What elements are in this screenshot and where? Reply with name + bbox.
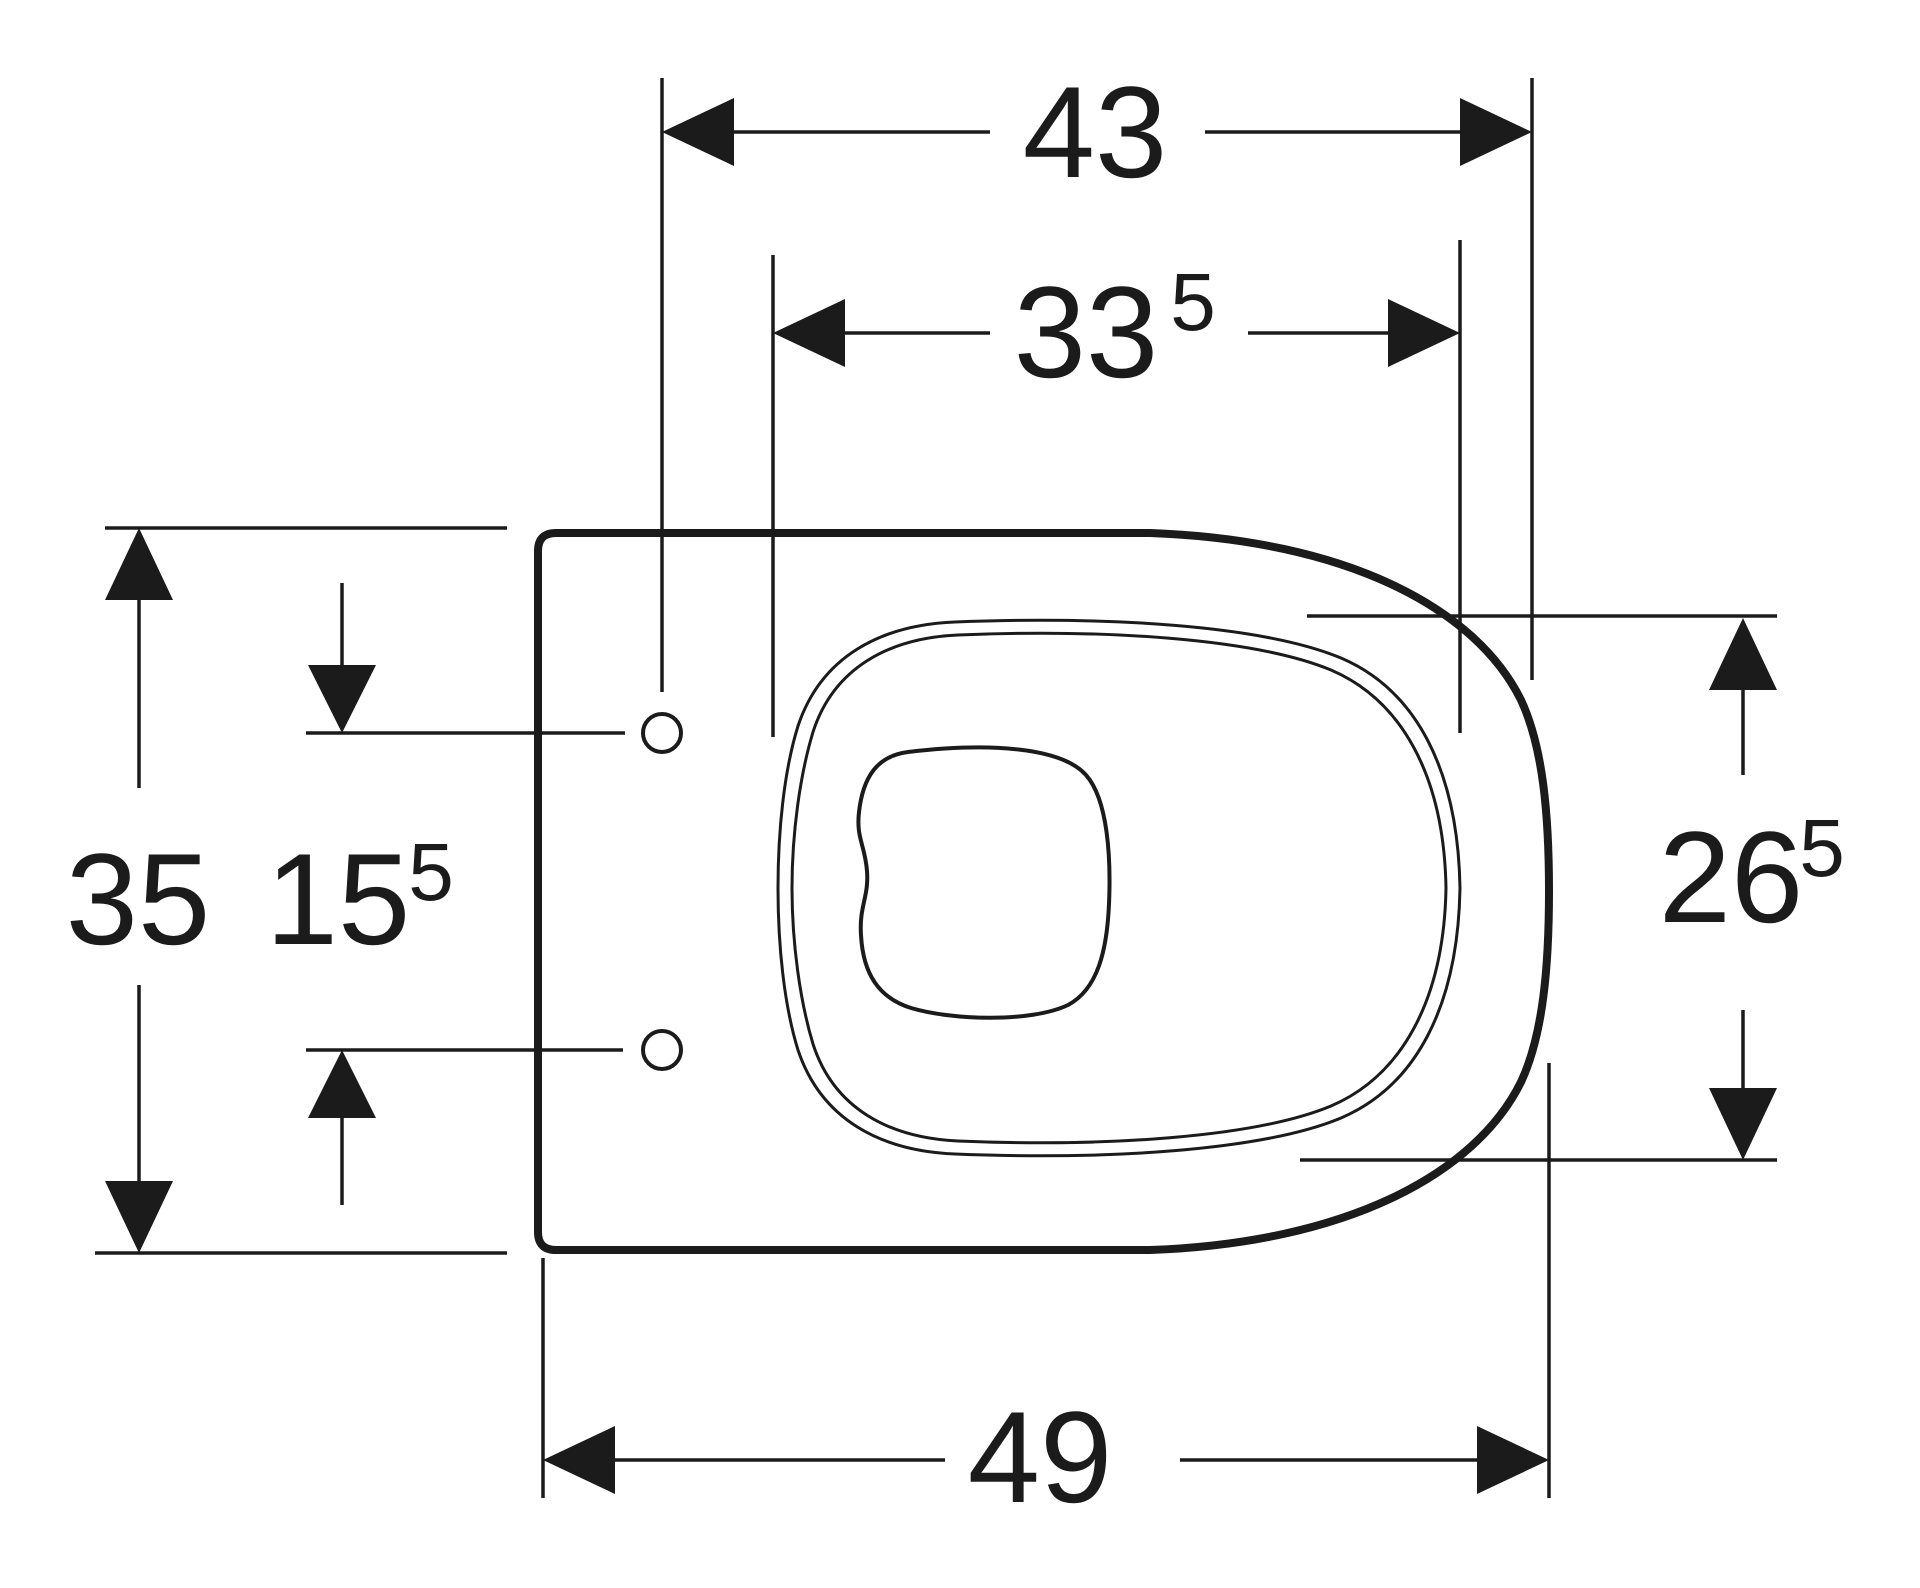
- dim-label-26: 26: [1659, 804, 1804, 950]
- arrowhead-bottom: [308, 1050, 376, 1118]
- arrowhead-bottom: [1709, 1088, 1777, 1160]
- mounting-hole-rear: [641, 712, 683, 754]
- seat-ring: [776, 618, 1462, 1158]
- arrowhead-right: [1460, 98, 1532, 166]
- seat-ring-inner-line: [790, 631, 1448, 1145]
- arrowhead-top: [1709, 618, 1777, 690]
- dim-label-43: 43: [1023, 59, 1168, 205]
- arrowhead-top: [105, 528, 173, 600]
- arrowhead-right: [1477, 1426, 1549, 1494]
- dimension-top-outer: 43: [660, 59, 1534, 692]
- arrowhead-left: [662, 98, 734, 166]
- dim-label-33-sup: 5: [1170, 257, 1216, 348]
- dimension-left-outer: 35: [66, 526, 507, 1255]
- dim-label-49: 49: [968, 1384, 1113, 1530]
- arrowhead-top: [308, 665, 376, 733]
- bowl-opening-outline: [856, 745, 1112, 1020]
- dim-label-26-sup: 5: [1799, 803, 1845, 894]
- dim-label-35: 35: [66, 826, 211, 972]
- dimension-right: 26 5: [1300, 614, 1845, 1162]
- dim-label-15-sup: 5: [408, 827, 454, 918]
- arrowhead-left: [773, 299, 845, 367]
- dim-label-33: 33: [1014, 259, 1159, 405]
- arrowhead-right: [1388, 299, 1460, 367]
- bowl-opening: [856, 745, 1112, 1020]
- seat-ring-outer-line: [776, 618, 1462, 1158]
- dimension-bottom: 49: [541, 1063, 1551, 1530]
- arrowhead-left: [543, 1426, 615, 1494]
- dimension-left-inner: 15 5: [266, 583, 625, 1205]
- dim-label-15: 15: [266, 826, 411, 972]
- mounting-hole-front: [641, 1029, 683, 1071]
- dimension-top-inner: 33 5: [771, 240, 1462, 737]
- arrowhead-bottom: [105, 1181, 173, 1253]
